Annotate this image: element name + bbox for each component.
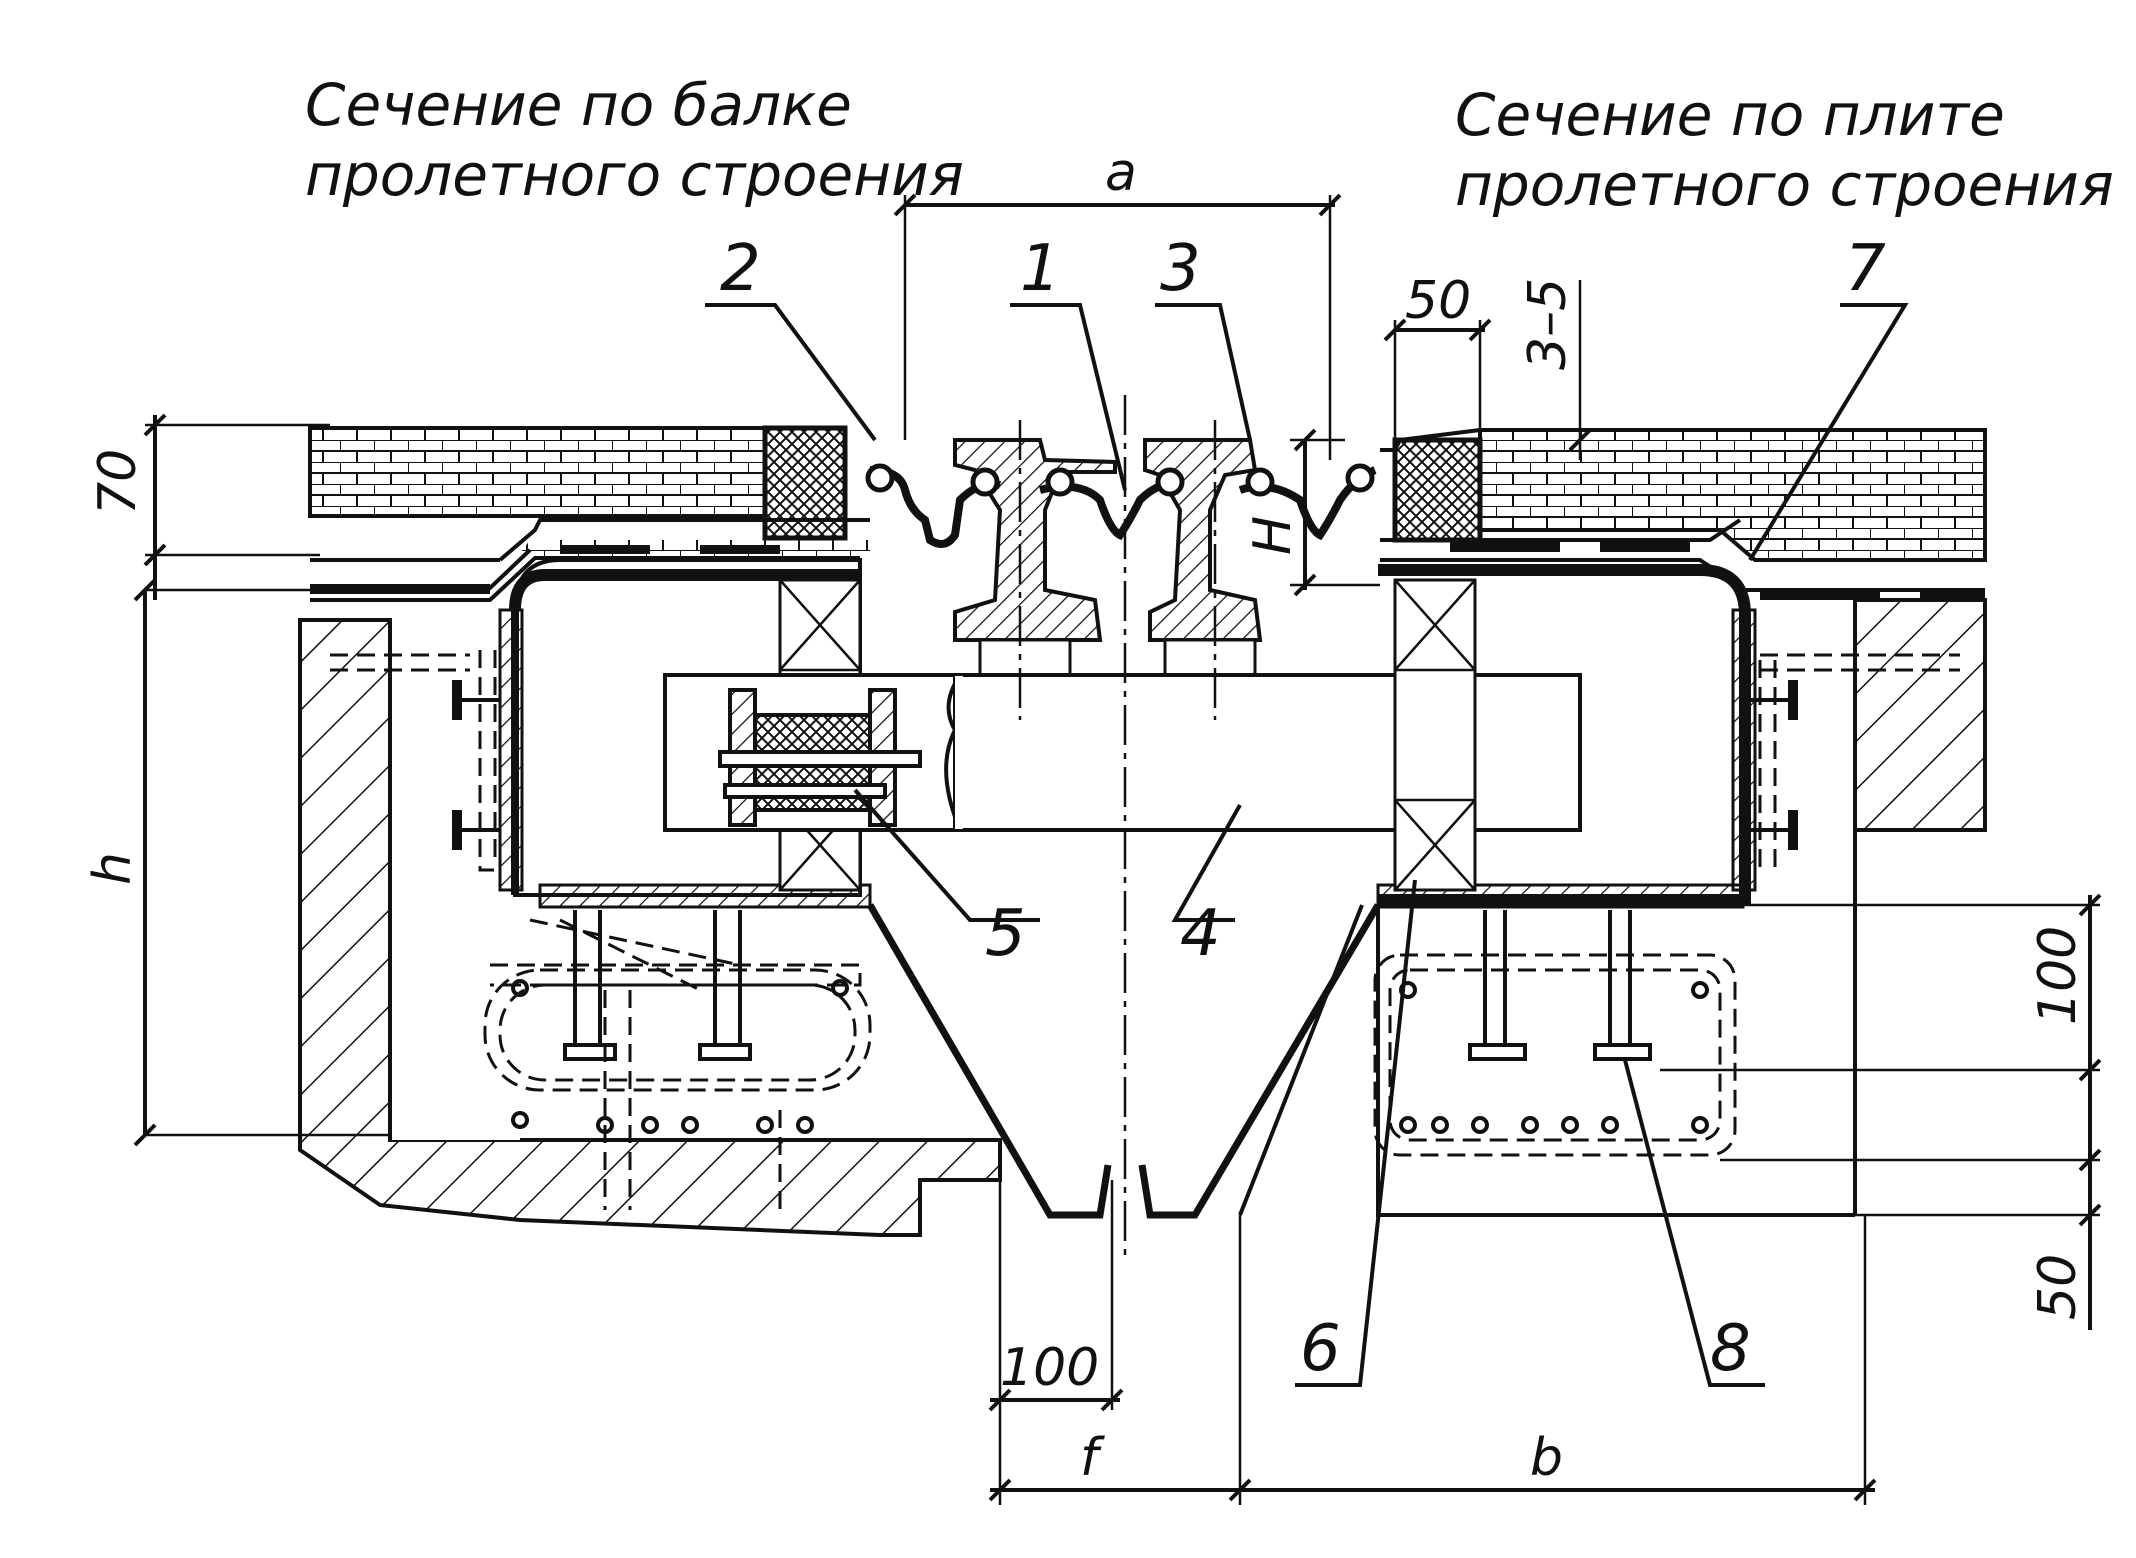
right-pavement bbox=[1380, 428, 1987, 600]
elastic-bearing bbox=[718, 688, 922, 827]
titles: Сечение по балке пролетного строения Сеч… bbox=[305, 71, 2114, 219]
callout-7: 7 bbox=[1845, 232, 1886, 306]
callout-numbers: 2 1 3 7 5 4 6 8 bbox=[720, 232, 1886, 1386]
dim-3-5: 3–5 bbox=[1518, 278, 1578, 370]
right-title-line1: Сечение по плите bbox=[1455, 81, 2005, 149]
dim-a: a bbox=[1105, 143, 1137, 203]
right-anchors bbox=[1373, 653, 1960, 1157]
dim-h: h bbox=[83, 852, 143, 885]
dim-100-bottom: 100 bbox=[1000, 1338, 1099, 1398]
rubber-seals bbox=[865, 463, 1377, 548]
dimension-lines bbox=[133, 193, 2102, 1505]
dim-H: H bbox=[1243, 516, 1303, 555]
callout-2: 2 bbox=[720, 232, 761, 306]
callout-6: 6 bbox=[1300, 1312, 1341, 1386]
dim-50-right: 50 bbox=[2028, 1254, 2088, 1320]
dim-50-top: 50 bbox=[1405, 271, 1471, 331]
dim-100-right: 100 bbox=[2028, 926, 2088, 1025]
leader-lines bbox=[705, 303, 1909, 1387]
callout-4: 4 bbox=[1180, 897, 1221, 971]
drainage-tray bbox=[866, 903, 1382, 1219]
callout-8: 8 bbox=[1710, 1312, 1751, 1386]
callout-3: 3 bbox=[1160, 232, 1201, 306]
left-title-line2: пролетного строения bbox=[305, 141, 964, 209]
dim-70: 70 bbox=[88, 449, 148, 515]
dim-f: f bbox=[1080, 1428, 1105, 1488]
left-title-line1: Сечение по балке bbox=[305, 71, 852, 139]
left-pavement bbox=[308, 425, 870, 562]
right-steel-box bbox=[1376, 564, 1757, 909]
left-anchors bbox=[330, 650, 872, 1210]
dim-b: b bbox=[1530, 1428, 1563, 1488]
callout-1: 1 bbox=[1020, 232, 1061, 306]
dimension-labels: a f b 100 50 70 h H 3–5 100 50 bbox=[83, 143, 2088, 1488]
callout-5: 5 bbox=[985, 897, 1026, 971]
right-title-line2: пролетного строения bbox=[1455, 151, 2114, 219]
